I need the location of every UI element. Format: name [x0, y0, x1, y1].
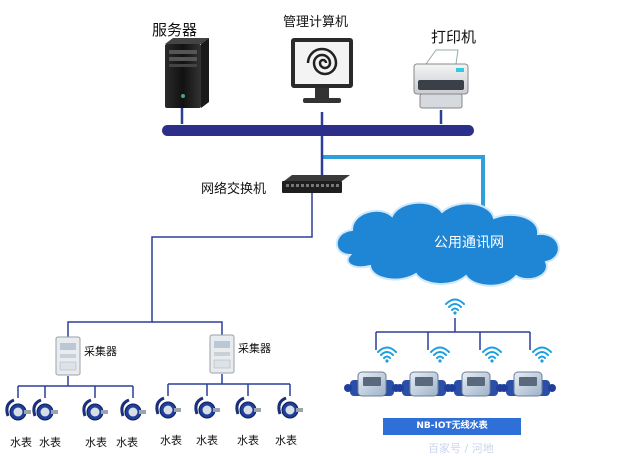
- server-label: 服务器: [152, 21, 198, 39]
- wifi-icons: [377, 298, 552, 363]
- cloud-link: [322, 155, 485, 212]
- network-switch-icon: [282, 175, 350, 193]
- water-meter-icon: [155, 396, 181, 419]
- water-meter-icon: [5, 398, 31, 421]
- water-meter-icon: [235, 396, 261, 419]
- meter-label: 水表: [160, 434, 182, 447]
- nb-iot-meter-icon: [344, 371, 400, 397]
- water-meter-icon: [277, 396, 303, 419]
- meter-label: 水表: [116, 436, 138, 449]
- nb-iot-meters: [344, 371, 556, 397]
- water-meter-icon: [32, 398, 58, 421]
- cloud-label: 公用通讯网: [434, 235, 504, 251]
- network-bus: [162, 125, 474, 136]
- water-meter-icon: [82, 398, 108, 421]
- nb-iot-banner: NB-IOT无线水表: [383, 418, 521, 435]
- meter-label: 水表: [10, 436, 32, 449]
- collector-box-icon: [55, 336, 81, 376]
- collector-wiring: [17, 193, 313, 398]
- meter-label: 水表: [85, 436, 107, 449]
- wifi-wiring: [375, 318, 531, 350]
- cloud-icon: [335, 201, 560, 287]
- printer-icon: [413, 49, 469, 109]
- meter-label: 水表: [237, 434, 259, 447]
- wifi-icon: [377, 346, 397, 363]
- switch-label: 网络交换机: [201, 182, 267, 197]
- water-meter-icon: [120, 398, 146, 421]
- wifi-icon: [532, 346, 552, 363]
- wifi-icon: [482, 346, 502, 363]
- wifi-icon: [430, 346, 450, 363]
- collector-label-right: 采集器: [238, 342, 271, 355]
- nb-iot-meter-icon: [500, 371, 556, 397]
- printer-label: 打印机: [431, 28, 477, 46]
- wifi-icon: [445, 298, 465, 315]
- meter-label: 水表: [39, 436, 61, 449]
- nb-iot-meter-icon: [396, 371, 452, 397]
- collector-box-icon: [209, 334, 235, 374]
- watermark: 百家号 / 河地: [428, 442, 494, 455]
- computer-label: 管理计算机: [283, 15, 349, 30]
- nb-iot-meter-icon: [448, 371, 504, 397]
- monitor-icon: [291, 38, 353, 103]
- collector-label-left: 采集器: [84, 345, 117, 358]
- meter-label: 水表: [196, 434, 218, 447]
- water-meter-icon: [194, 396, 220, 419]
- meter-label: 水表: [275, 434, 297, 447]
- wired-meters: [5, 396, 303, 421]
- bus-drop-lines: [180, 108, 443, 177]
- server-tower-icon: [165, 38, 209, 108]
